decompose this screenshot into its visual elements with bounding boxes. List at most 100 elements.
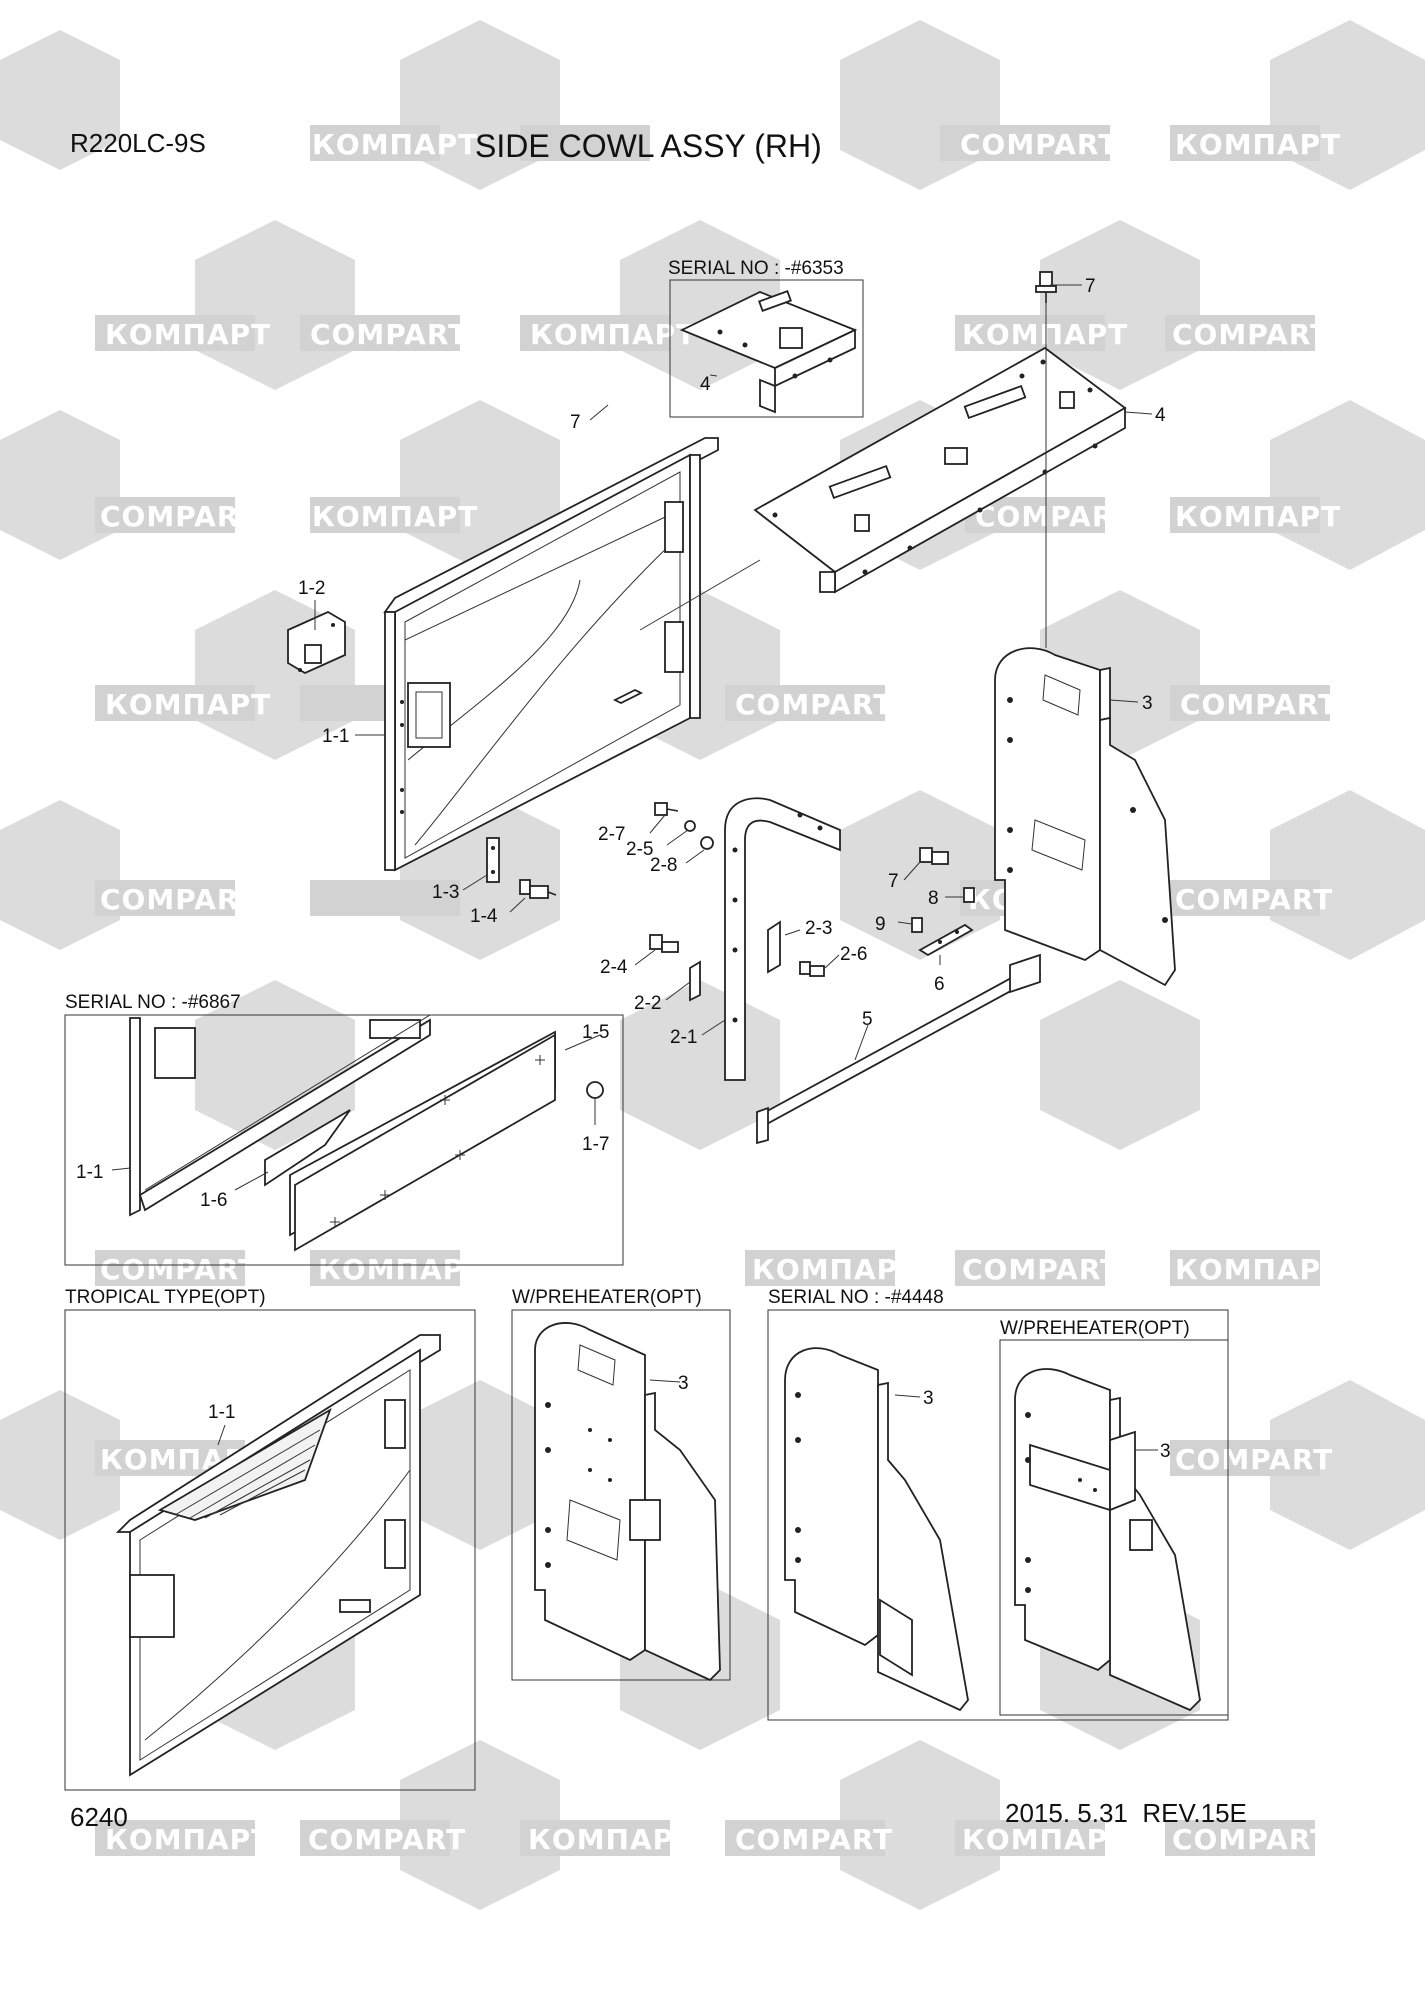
- inset-6867-drawing: [129, 1014, 604, 1252]
- inset-boxes: SERIAL NO : -#6353 SERIAL NO : -#6867 TR…: [64, 258, 1229, 1791]
- callout-1-1-inset: 1-1: [76, 1162, 103, 1183]
- callout-4-main: 4: [1155, 405, 1166, 426]
- svg-text:КОМПАРТ: КОМПАРТ: [312, 128, 478, 161]
- svg-text:КОМПАРТ: КОМПАРТ: [318, 1253, 484, 1286]
- svg-text:COMPART: COMPART: [308, 1823, 466, 1856]
- callout-3-main: 3: [1142, 693, 1153, 714]
- plate-1-3-drawing: [486, 837, 500, 883]
- callout-3-preheater-2: 3: [1160, 1441, 1171, 1462]
- svg-text:КОМПАРТ: КОМПАРТ: [312, 500, 478, 533]
- bracket-4-main-drawing: [753, 346, 1127, 594]
- part-drawings: [115, 271, 1201, 1777]
- svg-text:КОМПАРТ: КОМПАРТ: [105, 1823, 271, 1856]
- svg-text:КОМПАРТ: КОМПАРТ: [105, 688, 271, 721]
- watermark-row: COMPART КОМПАРТ COMPART: [0, 790, 1425, 960]
- callout-1-3: 1-3: [432, 882, 459, 903]
- callout-5: 5: [862, 1009, 873, 1030]
- callout-8: 8: [928, 888, 939, 909]
- callout-1-4: 1-4: [470, 906, 498, 927]
- callout-7-left: 7: [570, 412, 581, 433]
- svg-text:COMPART: COMPART: [1175, 883, 1333, 916]
- callout-4-inset: 4: [700, 374, 711, 395]
- inset-label-preheater-2: W/PREHEATER(OPT): [1000, 1318, 1190, 1339]
- svg-text:КОМПАРТ: КОМПАРТ: [1175, 500, 1341, 533]
- svg-text:КОМПАРТ: КОМПАРТ: [1175, 1253, 1341, 1286]
- svg-text:COMPART: COMPART: [1175, 1443, 1333, 1476]
- inset-box-preheater-1: [511, 1309, 731, 1681]
- door-panel-1-1-drawing: [383, 437, 761, 872]
- callout-1-5: 1-5: [582, 1022, 609, 1043]
- svg-text:КОМПАРТ: КОМПАРТ: [962, 1823, 1128, 1856]
- inset-box-tropical: [64, 1309, 476, 1791]
- callout-1-2: 1-2: [298, 578, 325, 599]
- hinge-bracket-2-1-drawing: [724, 797, 841, 1081]
- svg-text:COMPART: COMPART: [960, 128, 1118, 161]
- watermark-row: COMPART КОМПАРТ КОМПАРТ COMPART КОМПАРТ: [95, 980, 1341, 1286]
- callout-2-6: 2-6: [840, 944, 867, 965]
- callout-1-6: 1-6: [200, 1190, 227, 1211]
- callout-2-5: 2-5: [626, 839, 653, 860]
- callout-2-7: 2-7: [598, 824, 625, 845]
- inset-label-tropical: TROPICAL TYPE(OPT): [65, 1287, 266, 1308]
- callout-9: 9: [875, 914, 886, 935]
- svg-text:COMPART: COMPART: [1172, 1823, 1330, 1856]
- inset-box-preheater-2: [999, 1339, 1229, 1716]
- callout-2-1: 2-1: [670, 1027, 697, 1048]
- cowl-serial-4448-drawing: [784, 1347, 969, 1712]
- latch-1-2-drawing: [287, 610, 346, 675]
- callout-7-mid: 7: [888, 871, 899, 892]
- watermark-row: КОМПАРТ COMPART: [0, 1380, 1425, 1550]
- callout-3-preheater-1: 3: [678, 1373, 689, 1394]
- callout-2-8: 2-8: [650, 855, 677, 876]
- bolt-1-4-drawing: [519, 879, 557, 899]
- svg-text:КОМПАРТ: КОМПАРТ: [530, 318, 696, 351]
- callout-2-2: 2-2: [634, 993, 661, 1014]
- svg-text:COMPART: COMPART: [100, 1253, 258, 1286]
- svg-text:COMPART: COMPART: [1172, 318, 1330, 351]
- inset-label-serial-6353: SERIAL NO : -#6353: [668, 258, 844, 279]
- callout-2-4: 2-4: [600, 957, 628, 978]
- leader-lines: [111, 284, 1158, 1451]
- revision-date: 2015. 5.31 REV.15E: [1005, 1798, 1247, 1828]
- svg-text:КОМПАРТ: КОМПАРТ: [528, 1823, 694, 1856]
- inset-box-serial-6353: [669, 279, 864, 418]
- hardware-right-drawing: [911, 847, 975, 957]
- callout-3-serial-4448: 3: [923, 1388, 934, 1409]
- bolt-7-top-drawing: [1035, 271, 1057, 350]
- inset-box-serial-6867: [64, 1014, 624, 1266]
- callout-7-top: 7: [1085, 276, 1096, 297]
- svg-text:COMPART: COMPART: [100, 500, 258, 533]
- svg-text:COMPART: COMPART: [975, 500, 1133, 533]
- watermark-row: КОМПАРТ COMPART КОМПАРТ: [0, 20, 1425, 190]
- tropical-door-drawing: [115, 1334, 441, 1777]
- svg-text:КОМПАРТ: КОМПАРТ: [752, 1253, 918, 1286]
- svg-text:COMPART: COMPART: [962, 1253, 1120, 1286]
- callout-labels: 7 4 4 7 1-2 1-1 3 2-7 2-5 2-8 1-3 1-4 7 …: [76, 276, 1171, 1462]
- preheater-cowl-2-drawing: [1014, 1368, 1201, 1712]
- watermark-row: КОМПАРТ COMPART COMPART: [95, 590, 1337, 760]
- watermark-row: КОМПАРТ COMPART КОМПАРТ КОМПАРТ COMPART: [95, 220, 1330, 390]
- svg-text:COMPART: COMPART: [310, 318, 468, 351]
- watermark-row: COMPART КОМПАРТ COMPART КОМПАРТ: [0, 400, 1425, 570]
- preheater-cowl-1-drawing: [534, 1322, 721, 1682]
- callout-6: 6: [934, 974, 945, 995]
- tropical-mesh-lines: [174, 1429, 321, 1519]
- svg-text:КОМПАРТ: КОМПАРТ: [105, 318, 271, 351]
- svg-text:COMPART: COMPART: [100, 883, 258, 916]
- inset-label-serial-6867: SERIAL NO : -#6867: [65, 992, 241, 1013]
- rod-5-drawing: [756, 953, 1042, 1145]
- hardware-2-x-drawing: [649, 802, 825, 1002]
- model-number: R220LC-9S: [70, 128, 206, 158]
- svg-text:COMPART: COMPART: [735, 688, 893, 721]
- bracket-4-inset-drawing: [679, 290, 858, 414]
- page-number: 6240: [70, 1802, 128, 1832]
- svg-text:COMPART: COMPART: [735, 1823, 893, 1856]
- callout-1-1-tropical: 1-1: [208, 1402, 235, 1423]
- inset-label-serial-4448: SERIAL NO : -#4448: [768, 1287, 944, 1308]
- side-cowl-3-main-drawing: [994, 350, 1176, 987]
- page-title: SIDE COWL ASSY (RH): [475, 128, 822, 164]
- callout-1-1-main: 1-1: [322, 726, 349, 747]
- inset-label-preheater-1: W/PREHEATER(OPT): [512, 1287, 702, 1308]
